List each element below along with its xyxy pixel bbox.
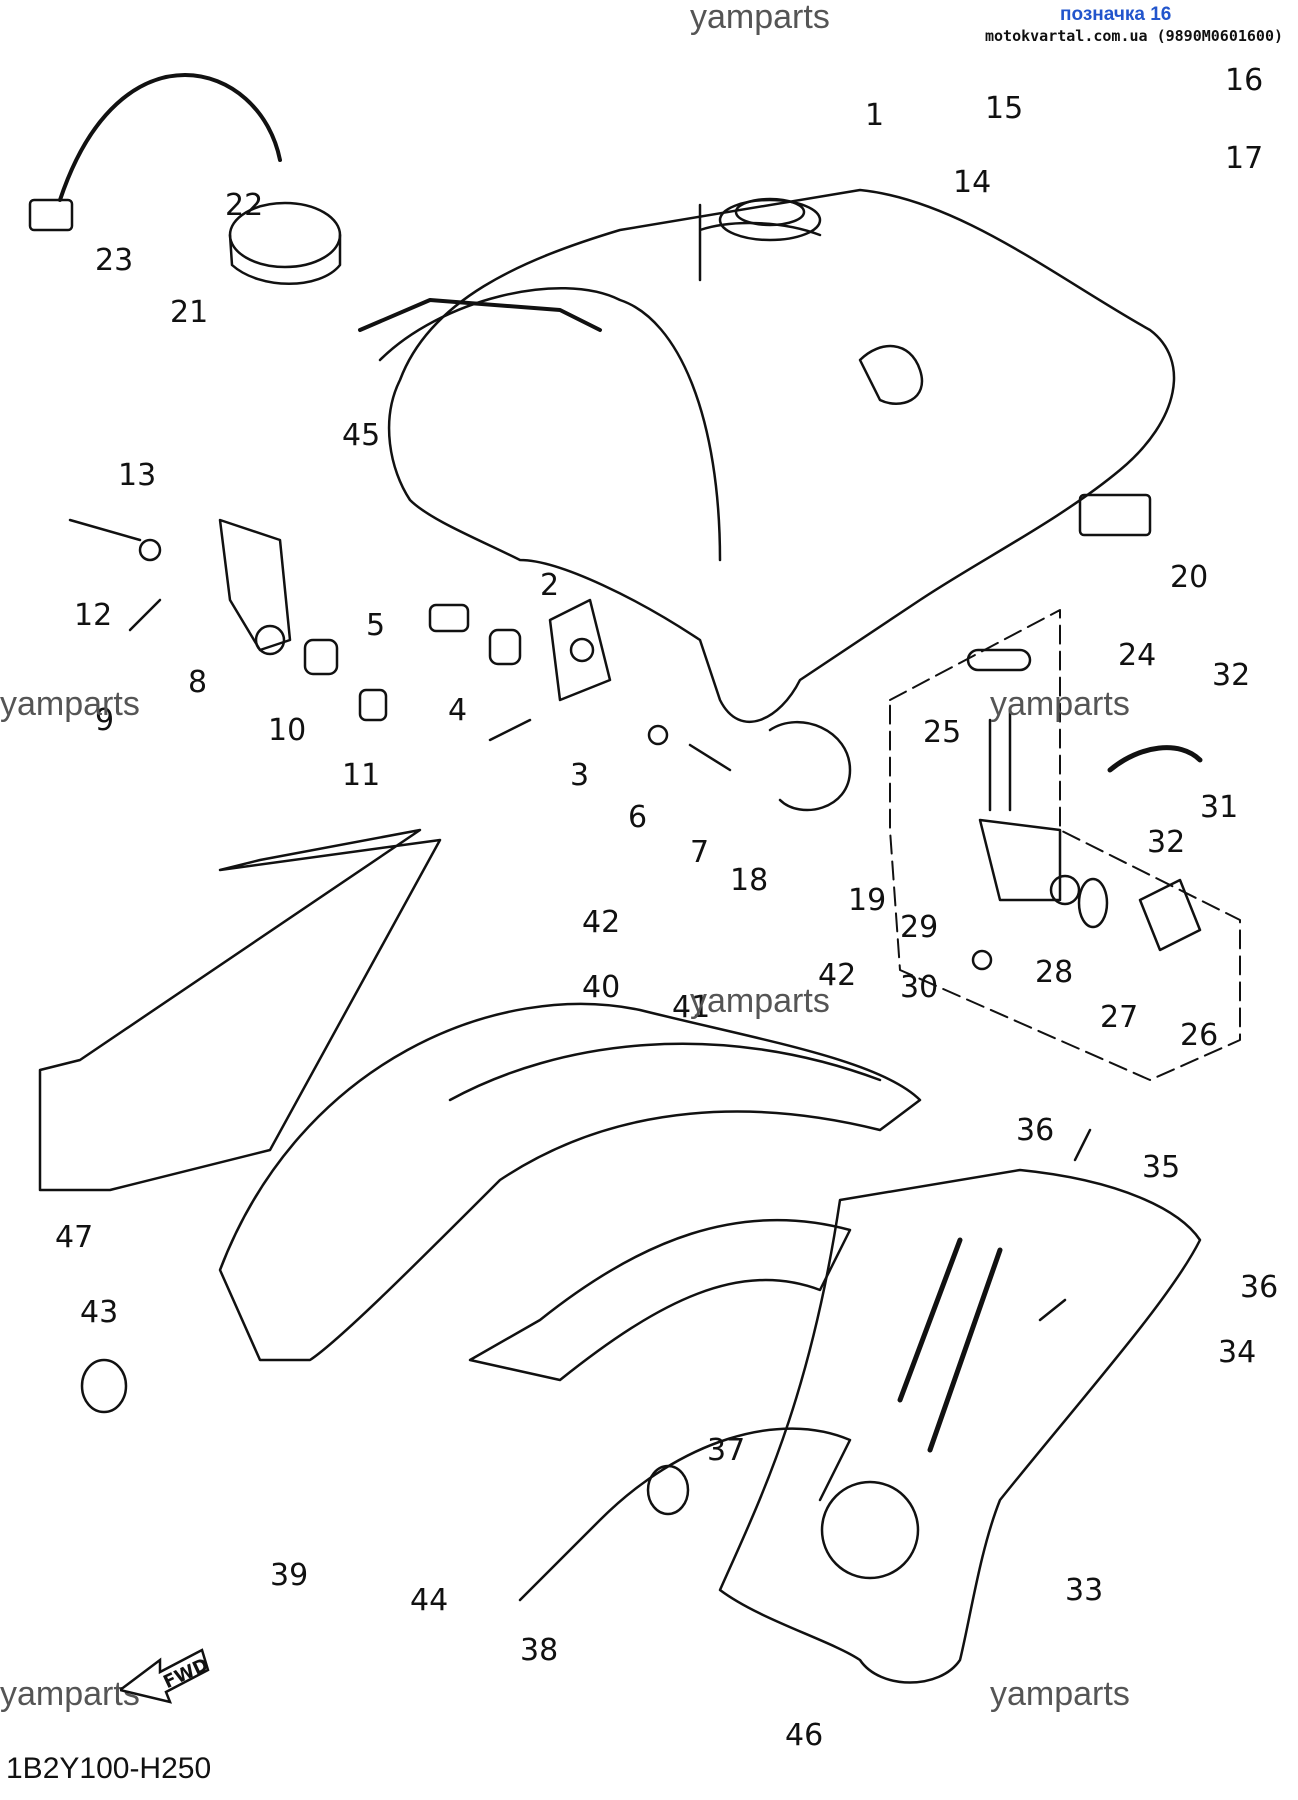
watermark: yamparts	[0, 1675, 140, 1713]
callouts: 1 2 3 4 5 6 7 8 9 10 11 12 13 14 15 16 1…	[55, 63, 1278, 1753]
callout-39: 39	[270, 1558, 308, 1593]
callout-37: 37	[707, 1433, 745, 1468]
bracket-drawing	[68, 518, 852, 812]
diagram-code: 1B2Y100-H250	[6, 1752, 212, 1785]
callout-46: 46	[785, 1718, 823, 1753]
watermark: yamparts	[990, 1675, 1130, 1713]
watermark: yamparts	[990, 685, 1130, 723]
pad-20	[1078, 493, 1152, 537]
callout-30: 30	[900, 970, 938, 1005]
callout-44: 44	[410, 1583, 448, 1618]
callout-3: 3	[570, 758, 589, 793]
callout-11: 11	[342, 758, 380, 793]
callout-6: 6	[628, 800, 647, 835]
callout-12: 12	[74, 598, 112, 633]
watermarks: yamparts yamparts yamparts yamparts yamp…	[0, 0, 1130, 1713]
callout-43: 43	[80, 1295, 118, 1330]
watermark: yamparts	[690, 0, 830, 36]
callout-14: 14	[953, 165, 991, 200]
callout-38: 38	[520, 1633, 558, 1668]
fwd-arrow-icon: FWD	[117, 1640, 212, 1710]
callout-31: 31	[1200, 790, 1238, 825]
header-link[interactable]: позначка 16	[1060, 4, 1172, 25]
source-label: motokvartal.com.ua (9890M0601600)	[985, 27, 1284, 45]
callout-8: 8	[188, 665, 207, 700]
callout-16: 16	[1225, 63, 1263, 98]
callout-42a: 42	[582, 905, 620, 940]
callout-17: 17	[1225, 141, 1263, 176]
callout-32a: 32	[1212, 658, 1250, 693]
callout-45: 45	[342, 418, 380, 453]
callout-34: 34	[1218, 1335, 1256, 1370]
callout-9: 9	[95, 703, 114, 738]
callout-24: 24	[1118, 638, 1156, 673]
callout-18: 18	[730, 863, 768, 898]
callout-21: 21	[170, 295, 208, 330]
callout-32b: 32	[1147, 825, 1185, 860]
callout-26: 26	[1180, 1018, 1218, 1053]
callout-1: 1	[865, 98, 884, 133]
callout-29: 29	[900, 910, 938, 945]
fuel-cock-drawing	[889, 609, 1241, 1081]
callout-2: 2	[540, 568, 559, 603]
watermark: yamparts	[690, 982, 830, 1020]
callout-36b: 36	[1240, 1270, 1278, 1305]
callout-27: 27	[1100, 1000, 1138, 1035]
callout-28: 28	[1035, 955, 1073, 990]
callout-20: 20	[1170, 560, 1208, 595]
callout-33: 33	[1065, 1573, 1103, 1608]
callout-47: 47	[55, 1220, 93, 1255]
callout-5: 5	[366, 608, 385, 643]
callout-19: 19	[848, 883, 886, 918]
filler-cap-drawing	[28, 73, 342, 285]
callout-25: 25	[923, 715, 961, 750]
watermark: yamparts	[0, 685, 140, 723]
callout-36a: 36	[1016, 1113, 1054, 1148]
callout-41: 41	[672, 990, 710, 1025]
callout-22: 22	[225, 188, 263, 223]
callout-23: 23	[95, 243, 133, 278]
callout-7: 7	[690, 835, 709, 870]
callout-15: 15	[985, 91, 1023, 126]
callout-4: 4	[448, 693, 467, 728]
callout-35: 35	[1142, 1150, 1180, 1185]
callout-13: 13	[118, 458, 156, 493]
fuel-tank-drawing	[358, 188, 1176, 723]
side-cover-drawing	[38, 828, 1202, 1684]
callout-10: 10	[268, 713, 306, 748]
callout-40: 40	[582, 970, 620, 1005]
callout-42b: 42	[818, 958, 856, 993]
